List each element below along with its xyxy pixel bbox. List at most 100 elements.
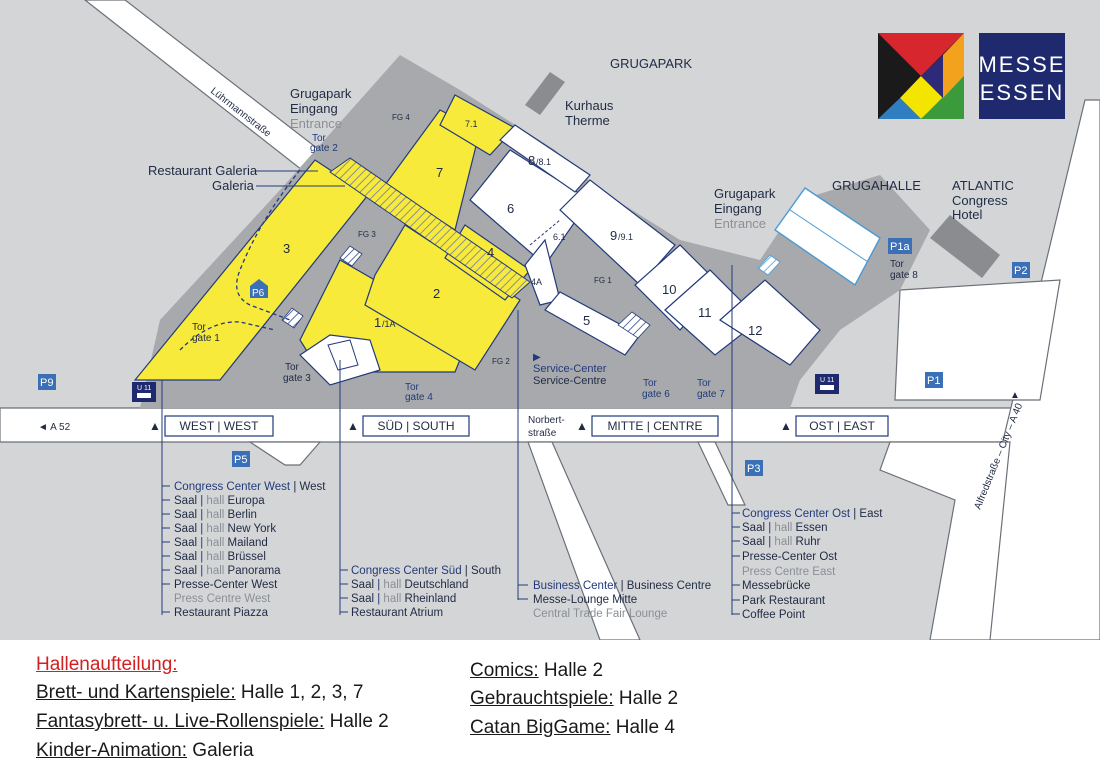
business-heading: Business Center | Business Centre: [533, 580, 711, 592]
cc-west-press-en: Press Centre West: [174, 593, 271, 605]
hall-3-number: 3: [283, 241, 290, 256]
legend-item-kids: Kinder-Animation: Galeria: [36, 740, 254, 761]
gate-8-label: gate 8: [890, 270, 918, 281]
section-mitte-arrow: ▲: [576, 419, 588, 433]
passage-hatch-3: [339, 245, 363, 267]
gate-6-label: gate 6: [642, 389, 670, 400]
label-therme: Therme: [565, 113, 610, 128]
road-west-ramp: [247, 441, 322, 466]
cc-sued-restaurant: Restaurant Atrium: [351, 607, 443, 619]
hall-6-1-number: 6.1: [553, 232, 566, 242]
atlantic-hotel-building: [930, 215, 1000, 278]
hall-7-1-number: 7.1: [465, 119, 478, 129]
hall-4a-number: 4A: [531, 277, 542, 287]
cc-ost-bridge: Messebrücke: [742, 580, 810, 592]
cc-ost-coffee: Coffee Point: [742, 609, 806, 621]
cc-sued-room-1: Saal | hall Deutschland: [351, 579, 468, 591]
label-atlantic: ATLANTIC: [952, 178, 1014, 193]
road-p1-area: [894, 279, 1061, 401]
svg-text:Saal | hall Panorama: Saal | hall Panorama: [174, 565, 281, 577]
hall-7-1: [439, 94, 516, 156]
hall-1a-number: /1A: [382, 319, 396, 329]
service-center-en: Service-Centre: [533, 375, 606, 387]
legend-item-catan: Catan BigGame: Halle 4: [470, 717, 675, 738]
cc-west-restaurant: Restaurant Piazza: [174, 607, 269, 619]
logo-red: [878, 33, 964, 76]
service-center-arrow: ▶: [533, 352, 541, 363]
gate-2-label: gate 2: [310, 143, 338, 154]
legend-item-used-games: Gebrauchtspiele: Halle 2: [470, 688, 679, 709]
svg-text:Saal | hall Europa: Saal | hall Europa: [174, 495, 265, 507]
legend-item-board-card: Brett- und Kartenspiele: Halle 1, 2, 3, …: [36, 682, 364, 703]
label-grugapark: GRUGAPARK: [610, 56, 692, 71]
label-galeria: Galeria: [212, 178, 255, 193]
business-lounge-en: Central Trade Fair Lounge: [533, 608, 667, 620]
parking-p3: P3: [747, 463, 760, 475]
walkway-dashed-2: [179, 321, 276, 351]
parking-p1a: P1a: [890, 241, 910, 253]
legend-title: Hallenaufteilung:: [36, 654, 178, 675]
gate-7-label: gate 7: [697, 389, 725, 400]
label-congress: Congress: [952, 193, 1008, 208]
label-restaurant-galeria: Restaurant Galeria: [148, 163, 258, 178]
parking-p6: P6: [252, 288, 265, 299]
gate-2-tor: Tor: [312, 133, 327, 144]
legend-item-fantasy: Fantasybrett- u. Live-Rollenspiele: Hall…: [36, 711, 389, 732]
gate-4-label: gate 4: [405, 392, 433, 403]
svg-text:Saal | hall New York: Saal | hall New York: [174, 523, 276, 535]
entrance-west-l2: Eingang: [290, 101, 338, 116]
hall-8-1-number: /8.1: [536, 157, 551, 167]
parking-p1: P1: [927, 375, 940, 387]
road-center-branch: [697, 441, 746, 506]
grugahalle-building: [774, 187, 881, 287]
logo-purple: [921, 55, 943, 98]
hall-8: [499, 124, 591, 193]
section-west-arrow: ▲: [149, 419, 161, 433]
hall-5-number: 5: [583, 313, 590, 328]
section-sued: SÜD | SOUTH: [377, 419, 454, 433]
fg-4-label: FG 4: [392, 113, 410, 122]
subway-east: U 11: [820, 377, 834, 384]
venue-map: MESSE ESSEN GRUGAPARK Kurhaus Therme GRU…: [0, 0, 1100, 640]
section-mitte: MITTE | CENTRE: [607, 419, 702, 433]
norbertstrasse-road: [527, 441, 641, 640]
cc-ost-room-1: Saal | hall Essen: [742, 522, 828, 534]
hall-12: [719, 279, 821, 366]
label-grugahalle: GRUGAHALLE: [832, 178, 921, 193]
hall-1-number: 1: [374, 315, 381, 330]
svg-text:Saal | hall Berlin: Saal | hall Berlin: [174, 509, 257, 521]
hall-8-number: 8: [528, 153, 535, 168]
hall-9-1-number: /9.1: [618, 232, 633, 242]
gate-7-tor: Tor: [697, 378, 712, 389]
business-lounge: Messe-Lounge Mitte: [533, 594, 637, 606]
cc-west-heading: Congress Center West | West: [174, 481, 326, 493]
label-a52: ◄ A 52: [38, 422, 71, 433]
passage-hatch-1: [617, 311, 651, 339]
fg-2-label: FG 2: [492, 357, 510, 366]
parking-p2: P2: [1014, 265, 1027, 277]
logo-orange: [943, 33, 964, 98]
gate-8-tor: Tor: [890, 259, 905, 270]
hall-9-number: 9: [610, 228, 617, 243]
cc-ost-heading: Congress Center Ost | East: [742, 508, 883, 520]
galeria-strip: [329, 157, 531, 299]
entrance-east-l1: Grugapark: [714, 186, 776, 201]
parking-p9: P9: [40, 377, 53, 389]
gate-3-label: gate 3: [283, 373, 311, 384]
white-halls: [469, 124, 821, 366]
gate-4-tor: Tor: [405, 382, 420, 393]
gate-6-tor: Tor: [643, 378, 658, 389]
hall-2-number: 2: [433, 286, 440, 301]
section-west: WEST | WEST: [180, 419, 260, 433]
entrance-east-l2: Eingang: [714, 201, 762, 216]
hall-4-number: 4: [487, 245, 494, 260]
gate-1-tor: Tor: [192, 322, 207, 333]
entrance-west-l3: Entrance: [290, 116, 342, 131]
hall-9: [559, 179, 676, 286]
walkway-dashed: [236, 169, 301, 321]
hall-10-number: 10: [662, 282, 676, 297]
svg-text:Saal | hall Brüssel: Saal | hall Brüssel: [174, 551, 266, 563]
gate-3-tor: Tor: [285, 362, 300, 373]
grugahalle-ramp: [757, 254, 781, 276]
svg-text:Saal | hall Mailand: Saal | hall Mailand: [174, 537, 268, 549]
